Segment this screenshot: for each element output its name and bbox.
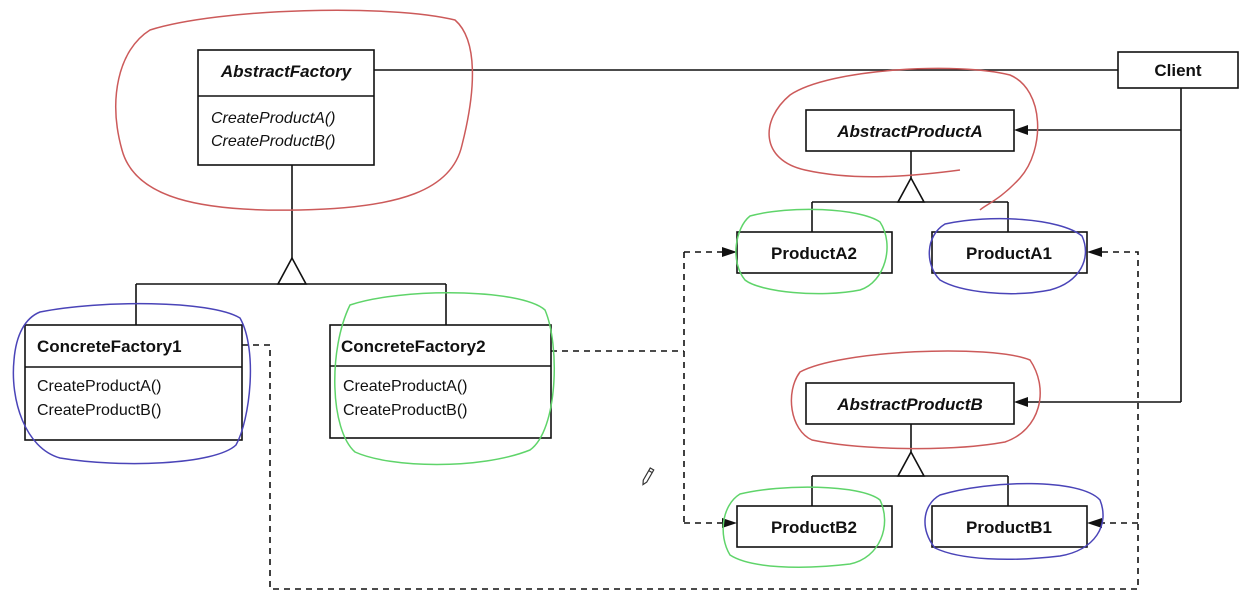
arrowhead-abstractproducta [1014, 125, 1028, 135]
abstractproducta-box [805, 109, 1015, 152]
concretefactory2-op-2: CreateProductB() [343, 402, 468, 419]
class-productb1: ProductB1 [931, 505, 1088, 548]
client-name: Client [1154, 61, 1202, 80]
class-client: Client [1117, 51, 1239, 89]
class-concretefactory1: ConcreteFactory1 CreateProductA() Create… [24, 324, 243, 441]
arrowhead-abstractproductb [1014, 397, 1028, 407]
abstractfactory-op-1: CreateProductA() [211, 110, 336, 127]
blue-highlight-concretefactory1 [12, 302, 252, 465]
abstractfactory-box [197, 49, 375, 166]
productb2-box [736, 505, 893, 548]
red-highlight-abstractproductb [790, 350, 1041, 450]
green-highlight-concretefactory2 [334, 292, 556, 466]
green-highlight-producta2 [735, 208, 888, 295]
abstractproductb-box [805, 382, 1015, 425]
generalization-triangle-b [896, 450, 926, 477]
abstractproductb-name: AbstractProductB [836, 395, 982, 414]
concretefactory1-op-1: CreateProductA() [37, 378, 162, 395]
class-abstractfactory: AbstractFactory CreateProductA() CreateP… [197, 49, 375, 166]
arrowhead-productb2 [722, 518, 737, 528]
producta1-name: ProductA1 [966, 244, 1052, 263]
client-box [1117, 51, 1239, 89]
arrowhead-productb1 [1087, 518, 1102, 528]
productb1-box [931, 505, 1088, 548]
red-highlight-abstractfactory [115, 9, 474, 211]
abstractproducta-name: AbstractProductA [836, 122, 982, 141]
concretefactory2-op-1: CreateProductA() [343, 378, 468, 395]
factory1-dependency-line [242, 251, 1139, 590]
generalization-triangle-factory [276, 256, 308, 285]
producta1-box [931, 231, 1088, 274]
producta2-name: ProductA2 [771, 244, 857, 263]
arrowhead-producta2 [722, 247, 737, 257]
generalization-triangle-a [896, 176, 926, 203]
class-concretefactory2: ConcreteFactory2 CreateProductA() Create… [329, 324, 552, 439]
class-abstractproductb: AbstractProductB [805, 382, 1015, 425]
arrowhead-producta1 [1087, 247, 1102, 257]
red-highlight-abstractproducta [768, 67, 1039, 211]
class-abstractproducta: AbstractProductA [805, 109, 1015, 152]
abstractfactory-op-2: CreateProductB() [211, 133, 336, 150]
productb2-name: ProductB2 [771, 518, 857, 537]
concretefactory2-box [329, 324, 552, 439]
concretefactory2-name: ConcreteFactory2 [341, 337, 486, 356]
abstractfactory-name: AbstractFactory [220, 62, 353, 81]
concretefactory1-box [24, 324, 243, 441]
class-producta1: ProductA1 [931, 231, 1088, 274]
blue-highlight-producta1 [928, 217, 1087, 295]
concretefactory1-op-2: CreateProductB() [37, 402, 162, 419]
class-productb2: ProductB2 [736, 505, 893, 548]
blue-highlight-productb1 [924, 482, 1104, 561]
green-highlight-productb2 [722, 486, 886, 568]
producta2-box [736, 231, 893, 274]
concretefactory1-name: ConcreteFactory1 [37, 337, 182, 356]
pen-cursor-icon [642, 467, 655, 486]
productb1-name: ProductB1 [966, 518, 1052, 537]
class-producta2: ProductA2 [736, 231, 893, 274]
